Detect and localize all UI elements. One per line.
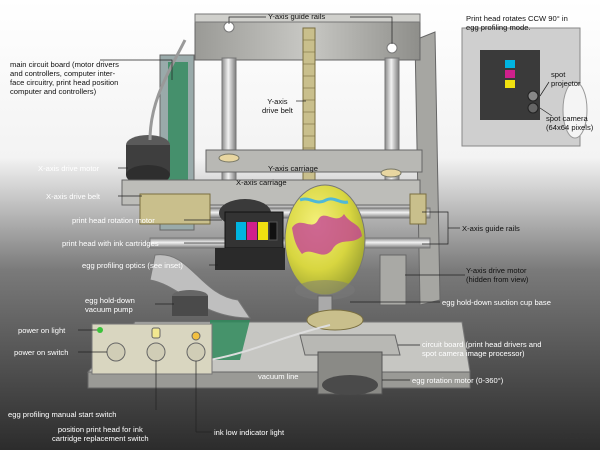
label-spot-projector: spot projector (551, 70, 581, 88)
label-power-light: power on light (18, 326, 66, 335)
manual-start-switch[interactable] (151, 327, 161, 339)
label-print-head: print head with ink cartridges (62, 239, 159, 248)
inset-projector (527, 90, 539, 102)
y-bushing-left (218, 153, 240, 163)
egg-pattern-magenta (292, 214, 362, 255)
head-circuit-board (299, 334, 401, 356)
suction-stem (317, 295, 333, 313)
label-suction-cup: egg hold-down suction cup base (442, 298, 551, 307)
label-cartridge-switch: position print head for ink cartridge re… (52, 425, 149, 443)
ribbon-cable (149, 254, 251, 319)
label-y-carriage: Y-axis carriage (268, 164, 318, 173)
x-belt (139, 193, 211, 225)
label-vacuum-pump: egg hold-down vacuum pump (85, 296, 135, 314)
inset-camera (527, 102, 539, 114)
cartridge-black (268, 221, 278, 241)
y-bushing-right (380, 168, 402, 178)
inset-cart-y (505, 80, 515, 88)
lower-circuit-board (210, 320, 250, 360)
label-rotation-motor: print head rotation motor (72, 216, 155, 225)
suction-base-belt (306, 309, 364, 331)
y-drive-motor (379, 254, 407, 306)
label-x-carriage: X-axis carriage (236, 178, 287, 187)
egg-pattern-cyan (299, 197, 349, 204)
label-power-switch: power on switch (14, 348, 69, 357)
label-head-board: circuit board (print head drivers and sp… (422, 340, 542, 358)
label-egg-motor: egg rotation motor (0-360°) (412, 376, 504, 385)
power-led (97, 327, 103, 333)
inset-caption: Print head rotates CCW 90° in egg profil… (466, 14, 568, 32)
y-top-frame-top (194, 13, 421, 23)
cartridge-yellow (258, 222, 268, 240)
vacuum-pump (172, 296, 208, 316)
label-y-rails: Y-axis guide rails (268, 12, 326, 21)
label-optics: egg profiling optics (see inset) (82, 261, 183, 270)
inset-cart-m (505, 70, 515, 78)
inset-egg (562, 81, 588, 139)
label-spot-camera: spot camera (64x64 pixels) (546, 114, 594, 132)
label-x-rails: X-axis guide rails (462, 224, 520, 233)
cartridge-magenta (247, 222, 257, 240)
vacuum-line-tube (209, 324, 331, 361)
cartridge-position-button[interactable] (186, 342, 206, 362)
power-button[interactable] (106, 342, 126, 362)
motor-cable (148, 39, 187, 141)
profiling-optics (215, 248, 285, 270)
label-y-motor: Y-axis drive motor (hidden from view) (466, 266, 529, 284)
rail-mount-right (386, 42, 398, 54)
egg-shadow (295, 280, 355, 300)
y-carriage (205, 149, 423, 173)
egg-rotation-motor (322, 375, 378, 395)
ink-low-led (191, 331, 201, 341)
inset-cart-c (505, 60, 515, 68)
label-manual-start: egg profiling manual start switch (8, 410, 117, 419)
x-belt-right (409, 193, 427, 225)
label-x-belt: X-axis drive belt (46, 192, 101, 201)
cartridge-cyan (236, 222, 246, 240)
label-y-belt: Y-axis drive belt (262, 97, 293, 115)
manual-start-button[interactable] (146, 342, 166, 362)
label-vacuum-line: vacuum line (258, 372, 299, 381)
label-ink-low: ink low indicator light (214, 428, 285, 437)
label-main-circuit-board: main circuit board (motor drivers and co… (10, 60, 119, 96)
leader-lines (78, 16, 553, 433)
label-x-motor: X-axis drive motor (38, 164, 100, 173)
signature: Sesh 2003 (548, 432, 591, 441)
